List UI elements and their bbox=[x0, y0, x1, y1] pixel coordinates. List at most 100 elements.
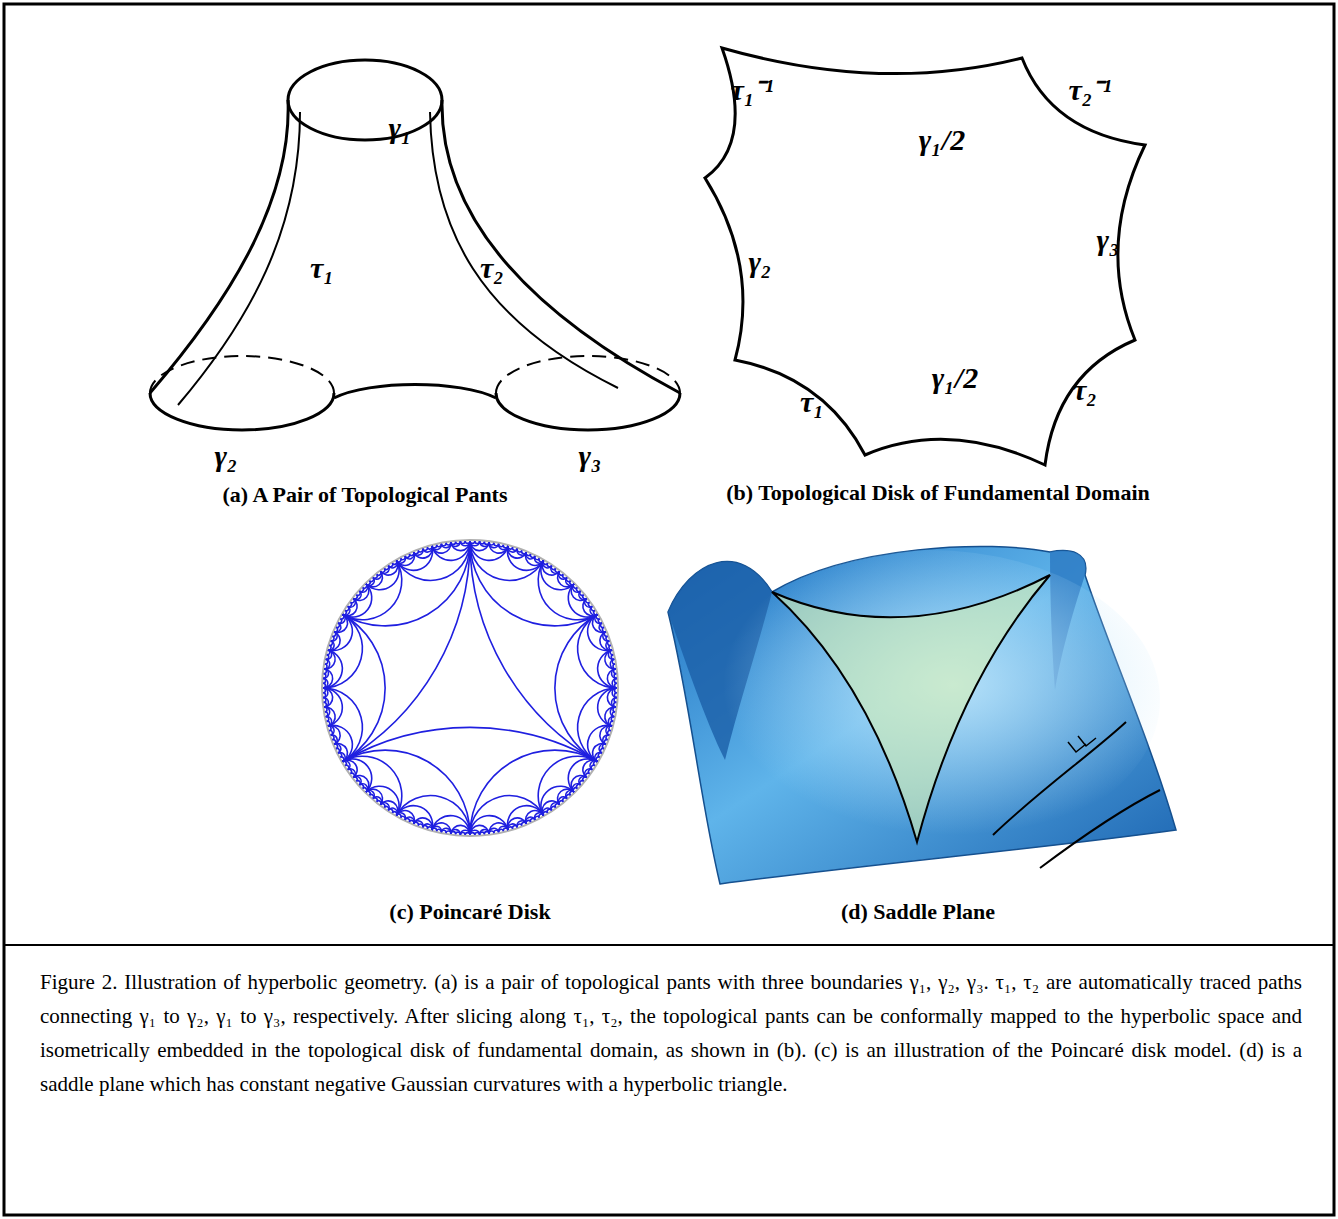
geodesic bbox=[432, 816, 470, 835]
geodesic bbox=[605, 650, 616, 669]
panel-caption: (b) Topological Disk of Fundamental Doma… bbox=[726, 480, 1150, 506]
geodesic bbox=[323, 669, 333, 688]
geodesic bbox=[542, 561, 559, 575]
geodesic bbox=[605, 707, 616, 726]
fundamental-domain bbox=[705, 48, 1145, 465]
geodesic bbox=[343, 727, 598, 761]
geodesic bbox=[323, 688, 333, 707]
geodesic bbox=[328, 726, 340, 745]
curve-label: τ₁ bbox=[800, 385, 824, 419]
geodesic bbox=[343, 760, 357, 777]
geodesic bbox=[538, 756, 597, 815]
geodesic bbox=[323, 615, 362, 689]
geodesic bbox=[508, 546, 527, 558]
geodesic bbox=[323, 688, 342, 726]
separator-line bbox=[4, 944, 1334, 946]
geodesic bbox=[334, 744, 347, 762]
geodesic bbox=[348, 599, 355, 608]
geodesic bbox=[578, 615, 617, 689]
geodesic bbox=[366, 561, 399, 590]
panel-caption: (a) A Pair of Topological Pants bbox=[222, 482, 507, 508]
geodesic bbox=[441, 542, 451, 547]
geodesic bbox=[343, 756, 402, 815]
geodesic bbox=[414, 821, 423, 827]
poincare-disk bbox=[322, 540, 618, 836]
curve-label: τ₂⁻¹ bbox=[1069, 68, 1112, 109]
geodesic bbox=[328, 641, 334, 650]
geodesic bbox=[432, 541, 470, 560]
geodesic bbox=[599, 623, 606, 632]
geodesic bbox=[508, 818, 527, 830]
geodesic bbox=[608, 650, 614, 659]
geodesic bbox=[526, 552, 535, 559]
geodesic bbox=[599, 744, 606, 753]
geodesic bbox=[583, 760, 597, 777]
geodesic bbox=[610, 707, 615, 717]
geodesic bbox=[508, 824, 517, 830]
geodesic bbox=[441, 828, 451, 833]
curve-label: γ₃ bbox=[579, 439, 602, 473]
geodesic bbox=[334, 623, 341, 632]
geodesic bbox=[588, 725, 612, 761]
curve-label: γ₂ bbox=[215, 439, 238, 473]
figure-caption: Figure 2. Illustration of hyperbolic geo… bbox=[40, 965, 1302, 1101]
geodesic bbox=[343, 750, 470, 835]
geodesic bbox=[343, 599, 357, 616]
geodesic bbox=[579, 776, 587, 784]
geodesic bbox=[343, 615, 385, 762]
geodesic bbox=[606, 641, 612, 650]
geodesic bbox=[324, 707, 329, 717]
geodesic bbox=[612, 688, 617, 698]
geodesic bbox=[323, 669, 328, 679]
geodesic bbox=[607, 688, 617, 707]
geodesic bbox=[338, 615, 345, 624]
geodesic bbox=[353, 775, 369, 791]
saddle-plane bbox=[668, 546, 1176, 884]
geodesic bbox=[571, 584, 587, 600]
curve-label: τ₂ bbox=[480, 251, 504, 285]
geodesic bbox=[414, 818, 433, 830]
geodesic bbox=[595, 753, 602, 762]
geodesic bbox=[470, 541, 475, 543]
geodesic bbox=[432, 544, 441, 550]
geodesic bbox=[460, 541, 470, 546]
geodesic bbox=[366, 791, 374, 799]
geodesic bbox=[423, 824, 432, 830]
geodesic bbox=[334, 744, 341, 753]
curve-label: γ₁ bbox=[389, 111, 412, 145]
geodesic bbox=[326, 717, 332, 726]
geodesic bbox=[326, 650, 332, 659]
geodesic bbox=[592, 615, 605, 633]
geodesic bbox=[573, 784, 581, 792]
geodesic bbox=[343, 584, 372, 617]
geodesic bbox=[480, 830, 490, 835]
geodesic bbox=[414, 546, 433, 558]
geodesic bbox=[451, 541, 461, 546]
geodesic bbox=[405, 817, 414, 824]
geodesic bbox=[353, 591, 361, 599]
geodesic bbox=[507, 806, 543, 830]
geodesic bbox=[381, 803, 390, 810]
curve-label: γ₁/2 bbox=[932, 361, 978, 395]
geodesic bbox=[526, 817, 535, 824]
curve-label: τ₁⁻¹ bbox=[731, 68, 774, 109]
geodesic bbox=[588, 615, 612, 651]
geodesic bbox=[397, 541, 471, 580]
geodesic bbox=[432, 823, 451, 834]
geodesic bbox=[526, 552, 544, 565]
geodesic bbox=[592, 744, 605, 762]
geodesic bbox=[397, 806, 433, 830]
panel-caption: (c) Poincaré Disk bbox=[389, 899, 550, 925]
geodesic bbox=[526, 810, 544, 823]
domain-outline bbox=[705, 48, 1145, 465]
geodesic bbox=[590, 761, 597, 770]
geodesic bbox=[535, 556, 544, 563]
geodesic bbox=[343, 759, 372, 792]
geodesic bbox=[397, 796, 471, 835]
geodesic bbox=[607, 669, 617, 688]
geodesic bbox=[489, 823, 508, 834]
geodesic bbox=[343, 561, 402, 620]
geodesic bbox=[583, 599, 597, 616]
geodesic bbox=[460, 830, 470, 835]
